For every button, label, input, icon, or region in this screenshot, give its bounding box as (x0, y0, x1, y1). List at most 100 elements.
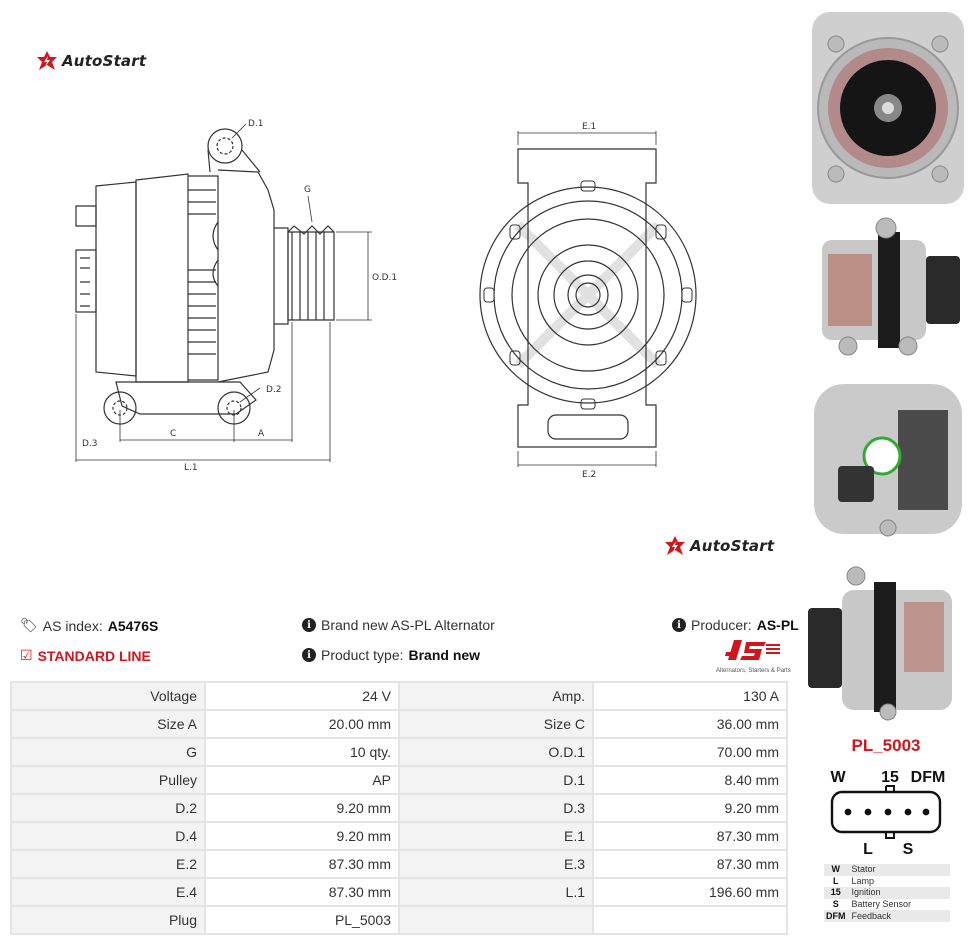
logo-text: AutoStart (62, 52, 147, 70)
autostart-logo: AutoStart (36, 50, 146, 72)
as-index-value: A5476S (107, 617, 159, 634)
spec-label: E.1 (398, 821, 594, 851)
pin-dfm-label: DFM (911, 769, 946, 786)
spec-value: 20.00 mm (204, 709, 400, 739)
spec-value: 10 qty. (204, 737, 400, 767)
spec-label: D.3 (398, 793, 594, 823)
spec-label (398, 905, 594, 935)
spec-value: 24 V (204, 681, 400, 711)
legend-desc: Feedback (847, 910, 950, 922)
legend-row: L Lamp (824, 876, 950, 888)
spec-value: 9.20 mm (204, 793, 400, 823)
spec-label: D.1 (398, 765, 594, 795)
label-d3: D.3 (82, 439, 98, 449)
legend-desc: Lamp (851, 875, 875, 886)
spec-label: Size C (398, 709, 594, 739)
standard-line: ☑ STANDARD LINE (20, 647, 151, 664)
as-pl-logo: Alternators, Starters & Parts (716, 638, 792, 674)
standard-line-label: STANDARD LINE (37, 647, 151, 664)
as-index: 🏷︎ AS index: A5476S (20, 617, 158, 634)
label-g: G (304, 185, 311, 195)
alternator-photo-rear (814, 384, 962, 537)
info-icon: i (302, 648, 316, 662)
autostart-logo-bottom: AutoStart (664, 535, 774, 557)
plug-code: PL_5003 (851, 736, 921, 755)
label-c: C (170, 429, 176, 439)
spec-value: 8.40 mm (592, 765, 788, 795)
plug-diagram: W 15 DFM L S (830, 769, 946, 858)
legend-pin: L (833, 875, 839, 886)
tag-icon: 🏷︎ (20, 617, 38, 633)
producer: i Producer: AS-PL (672, 617, 799, 633)
spec-label: E.3 (398, 849, 594, 879)
pin-w-label: W (830, 769, 846, 786)
spec-label: Size A (10, 709, 206, 739)
legend-pin: DFM (824, 910, 848, 922)
label-l1: L.1 (184, 463, 198, 473)
spec-value: 9.20 mm (204, 821, 400, 851)
legend-desc: Ignition (847, 887, 950, 899)
as-pl-logo-mark-icon (725, 640, 780, 660)
spec-value: 87.30 mm (592, 849, 788, 879)
product-type-label: Product type: (321, 647, 404, 663)
spec-value: AP (204, 765, 400, 795)
label-e2: E.2 (582, 470, 596, 480)
as-pl-tagline: Alternators, Starters & Parts (716, 668, 791, 674)
label-d1: D.1 (248, 119, 264, 129)
legend-pin: S (832, 899, 839, 910)
alternator-photo-front (812, 12, 964, 204)
spec-label: L.1 (398, 877, 594, 907)
description: i Brand new AS-PL Alternator (302, 617, 495, 633)
spec-value: 87.30 mm (592, 821, 788, 851)
spec-label: D.4 (10, 821, 206, 851)
spec-label: D.2 (10, 793, 206, 823)
pin-l-label: L (863, 841, 873, 858)
label-d2: D.2 (266, 385, 282, 395)
spec-value: 87.30 mm (204, 849, 400, 879)
producer-label: Producer: (691, 617, 752, 633)
info-icon: i (672, 618, 686, 632)
product-type-value: Brand new (408, 647, 481, 663)
description-text: Brand new AS-PL Alternator (321, 617, 495, 633)
legend-row: S Battery Sensor (824, 899, 950, 911)
pin-s-label: S (903, 841, 914, 858)
autostart-mark-icon (665, 536, 685, 555)
spec-value: 196.60 mm (592, 877, 788, 907)
spec-label: Pulley (10, 765, 206, 795)
spec-value: 9.20 mm (592, 793, 788, 823)
logo-text: AutoStart (690, 537, 775, 555)
spec-value: 87.30 mm (204, 877, 400, 907)
legend-desc: Stator (847, 864, 950, 876)
legend-desc: Battery Sensor (851, 899, 912, 910)
spec-label: G (10, 737, 206, 767)
label-od1: O.D.1 (372, 273, 397, 283)
spec-label: Plug (10, 905, 206, 935)
spec-value: 36.00 mm (592, 709, 788, 739)
producer-value: AS-PL (756, 617, 799, 633)
alternator-side-drawing: D.1 G O.D.1 D.2 D.3 C A L.1 (75, 119, 397, 473)
label-a: A (258, 429, 265, 439)
spec-label: E.2 (10, 849, 206, 879)
spec-value: PL_5003 (204, 905, 400, 935)
spec-label: O.D.1 (398, 737, 594, 767)
autostart-mark-icon (37, 51, 57, 70)
label-e1: E.1 (582, 122, 596, 132)
spec-value (592, 905, 788, 935)
legend-pin: 15 (824, 887, 848, 899)
alternator-photo-side2 (808, 566, 952, 721)
alternator-photo-side (822, 217, 960, 356)
pin-15-label: 15 (881, 769, 899, 786)
check-square-icon: ☑ (20, 647, 33, 663)
